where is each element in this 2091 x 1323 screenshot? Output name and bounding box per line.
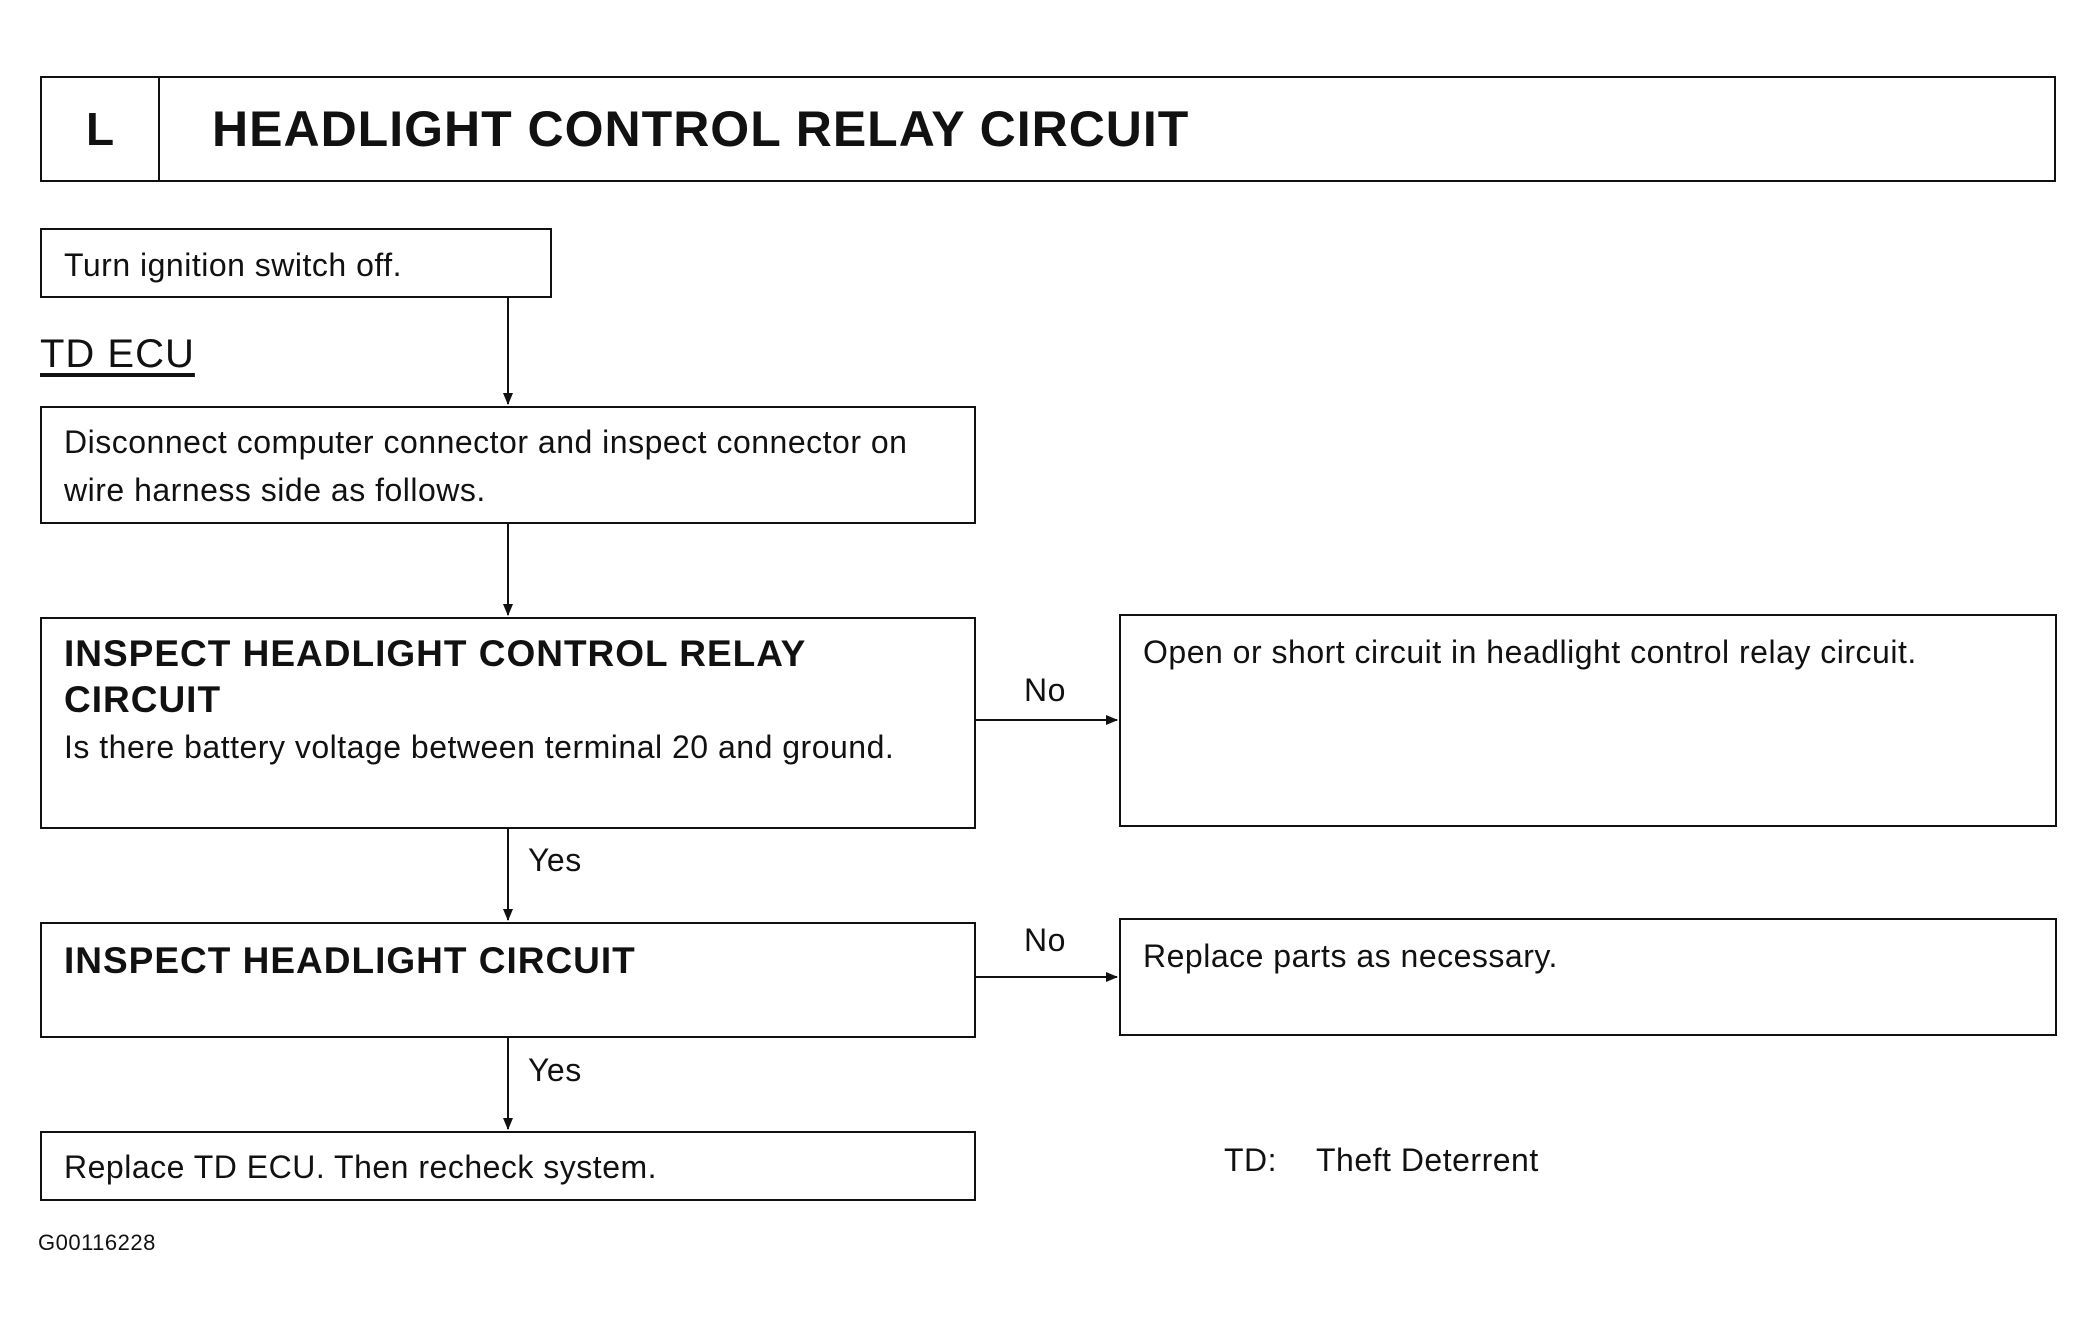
step-inspect-headlight-circuit: INSPECT HEADLIGHT CIRCUIT <box>40 922 976 1038</box>
step-relay-heading: INSPECT HEADLIGHT CONTROL RELAY CIRCUIT <box>64 633 806 720</box>
step-replace-td-ecu: Replace TD ECU. Then recheck system. <box>40 1131 976 1201</box>
branch-label-yes: Yes <box>528 842 582 878</box>
step-disconnect-text: Disconnect computer connector and inspec… <box>64 424 908 508</box>
legend-abbreviation: TD: <box>1224 1142 1278 1178</box>
branch-label-no: No <box>1024 922 1066 958</box>
step-ignition-off: Turn ignition switch off. <box>40 228 552 298</box>
result-replace-parts: Replace parts as necessary. <box>1119 918 2057 1036</box>
step-disconnect-connector: Disconnect computer connector and inspec… <box>40 406 976 524</box>
step-relay-question: Is there battery voltage between termina… <box>64 729 895 765</box>
step-ignition-text: Turn ignition switch off. <box>64 247 402 283</box>
abbreviation-legend: TD: Theft Deterrent <box>1224 1142 1539 1179</box>
result-open-short-circuit: Open or short circuit in headlight contr… <box>1119 614 2057 827</box>
section-letter: L <box>42 78 160 180</box>
section-label-td-ecu: TD ECU <box>40 332 195 376</box>
branch-label-no: No <box>1024 672 1066 708</box>
legend-meaning: Theft Deterrent <box>1316 1142 1539 1178</box>
figure-id: G00116228 <box>38 1230 156 1255</box>
page-title: HEADLIGHT CONTROL RELAY CIRCUIT <box>212 101 1190 157</box>
step-inspect-relay-circuit: INSPECT HEADLIGHT CONTROL RELAY CIRCUIT … <box>40 617 976 829</box>
branch-label-yes: Yes <box>528 1052 582 1088</box>
step-headlight-heading: INSPECT HEADLIGHT CIRCUIT <box>64 940 636 981</box>
result-replace-parts-text: Replace parts as necessary. <box>1143 938 1558 974</box>
step-replace-ecu-text: Replace TD ECU. Then recheck system. <box>64 1149 658 1185</box>
result-open-short-text: Open or short circuit in headlight contr… <box>1143 634 1917 670</box>
section-header: L HEADLIGHT CONTROL RELAY CIRCUIT <box>40 76 2056 182</box>
